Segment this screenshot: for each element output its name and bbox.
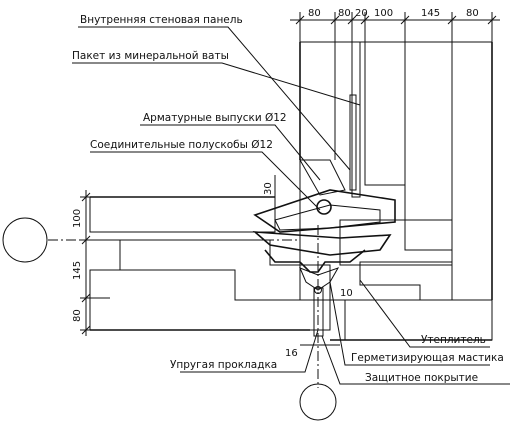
dim-30: 30 (263, 182, 274, 195)
dim-10: 10 (340, 288, 353, 299)
dim-top-5: 145 (421, 8, 440, 19)
dim-top-2: 80 (338, 8, 351, 19)
wall-insulation (404, 41, 453, 251)
label-inner-wall-panel: Внутренняя стеновая панель (80, 14, 243, 26)
dim-left-2: 145 (72, 261, 83, 280)
label-elastic-gasket: Упругая прокладка (170, 359, 277, 371)
dim-top-6: 80 (466, 8, 479, 19)
tick-marks-top (295, 15, 497, 25)
label-mineral-wool: Пакет из минеральной ваты (72, 50, 229, 62)
dim-top-3: 20 (355, 8, 368, 19)
label-protective-coating: Защитное покрытие (365, 372, 478, 384)
floor-panel-top (89, 196, 276, 233)
dim-left-3: 80 (72, 309, 83, 322)
label-rebar-outlets: Арматурные выпуски Ø12 (143, 112, 287, 124)
dim-top-1: 80 (308, 8, 321, 19)
floor-panel-bottom (89, 269, 331, 331)
mineral-wool-dotted (349, 94, 357, 191)
joint-bracket-upper (253, 189, 396, 233)
wall-inner-layer (364, 41, 406, 186)
leader-lines (72, 26, 510, 385)
joint-hatched-core (274, 204, 381, 231)
dim-16: 16 (285, 348, 298, 359)
wall-insulation-bottom (339, 219, 453, 266)
joint-bracket-lower (252, 231, 392, 256)
label-connecting-brackets: Соединительные полускобы Ø12 (90, 139, 273, 151)
tick-marks-left (81, 192, 91, 335)
mineral-wool-strip (351, 41, 361, 198)
dim-top-4: 100 (374, 8, 393, 19)
axis-bubble-bottom (299, 383, 337, 421)
dim-left-1: 100 (72, 209, 83, 228)
label-sealing-mastic: Герметизирующая мастика (351, 352, 504, 364)
axis-bubble-left (2, 217, 48, 263)
label-insulation: Утеплитель (421, 334, 486, 346)
corner-inner-insulation (359, 261, 453, 301)
joint-seal-groove (264, 249, 366, 273)
rebar-outlet (299, 159, 346, 196)
